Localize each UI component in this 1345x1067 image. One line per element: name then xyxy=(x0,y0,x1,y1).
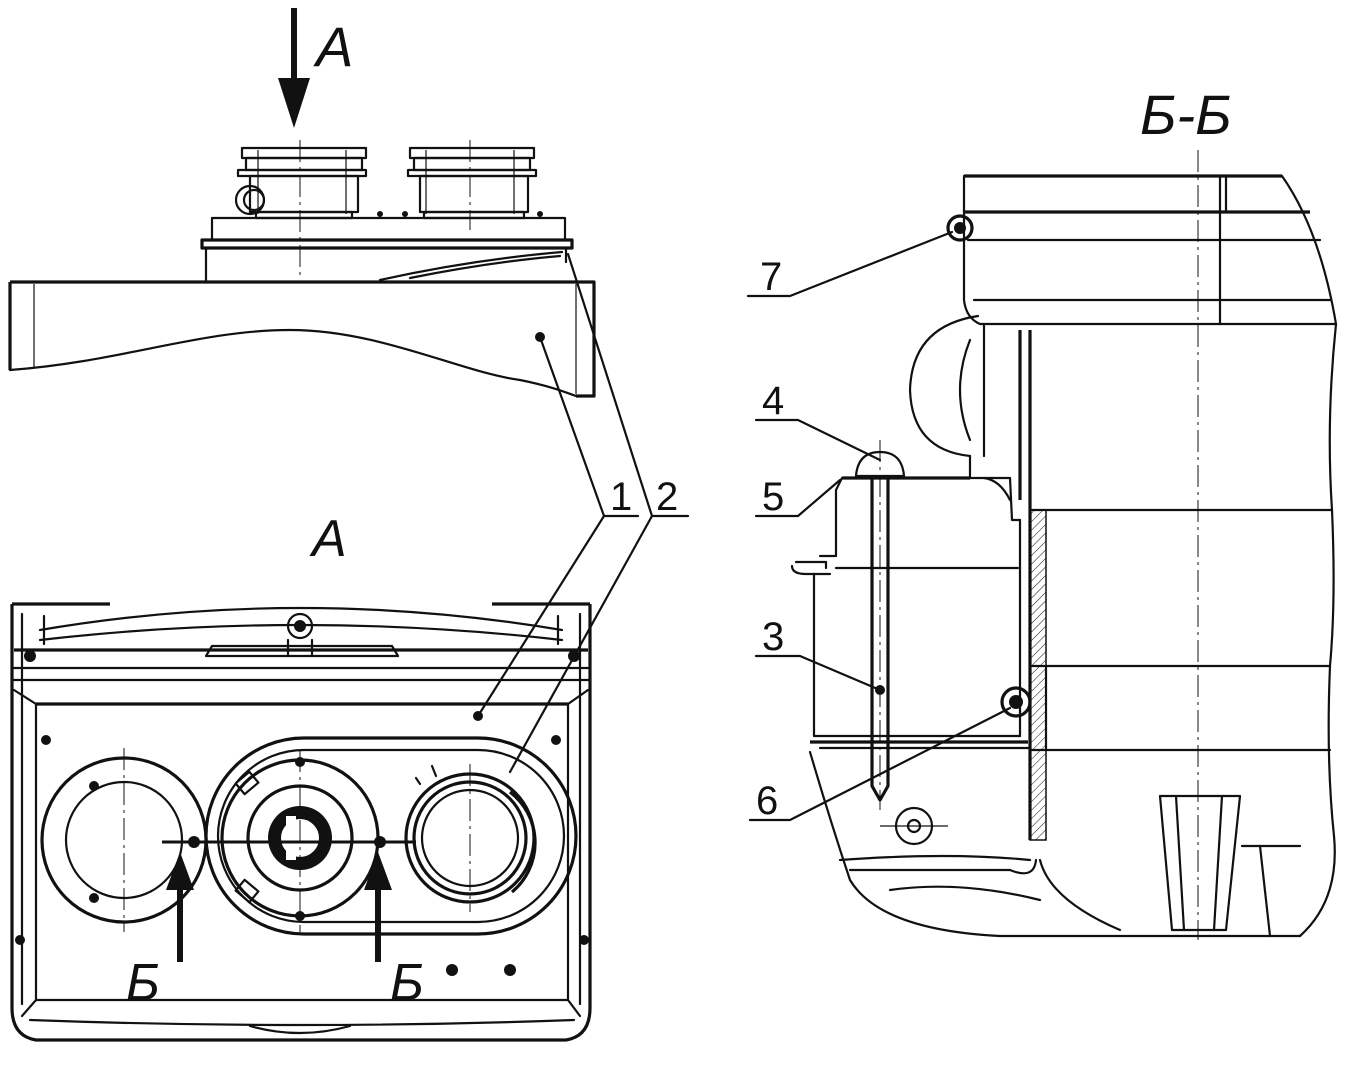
section-callouts: 7 4 5 3 6 xyxy=(746,230,1012,823)
side-view: А xyxy=(8,8,690,774)
callout-1: 1 xyxy=(610,475,632,519)
section-title: Б-Б xyxy=(1140,83,1232,146)
section-mark-right: Б xyxy=(390,954,424,1012)
callout-3: 3 xyxy=(762,615,784,659)
boiler-casing xyxy=(8,280,596,398)
section-line-bb: Б Б xyxy=(126,836,424,1012)
bolt xyxy=(854,440,906,810)
flue-flange xyxy=(204,736,578,936)
leaders-1-2: 1 2 xyxy=(476,252,690,774)
callout-5: 5 xyxy=(762,475,784,519)
callout-4: 4 xyxy=(762,379,784,423)
view-a: А xyxy=(10,510,592,1042)
callout-7: 7 xyxy=(760,255,782,299)
view-arrow-label: А xyxy=(313,15,353,78)
callout-2: 2 xyxy=(656,475,678,519)
flue-pipe-left xyxy=(234,140,368,280)
callout-6: 6 xyxy=(756,779,778,823)
adapter-plate xyxy=(200,211,574,284)
flue-pipe-right xyxy=(406,140,538,230)
section-bb: Б-Б xyxy=(746,83,1338,940)
view-a-title: А xyxy=(309,510,347,568)
view-arrow-a: А xyxy=(278,8,353,128)
section-mark-left: Б xyxy=(126,954,160,1012)
